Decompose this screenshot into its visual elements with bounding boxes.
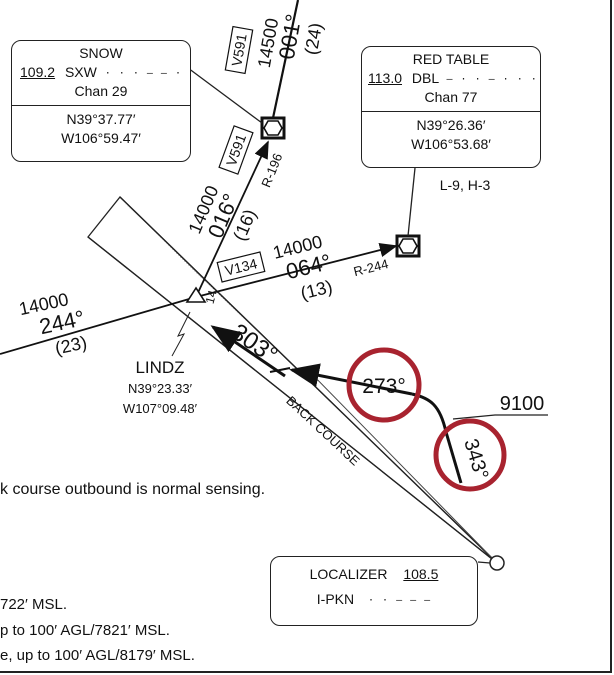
highlight-circle-343 (433, 418, 507, 492)
red-table-name: RED TABLE (412, 51, 490, 67)
airway-label-v134: V134 (216, 251, 266, 283)
red-table-ident: DBL (411, 70, 439, 86)
airway-west-line (0, 296, 197, 355)
note-line-3: p to 100′ AGL/7821′ MSL. (0, 622, 170, 639)
lindz-name: LINDZ (135, 358, 184, 377)
red-table-morse-code-icon: – · · – · · · (446, 73, 538, 85)
snow-lat: N39°37.77′ (66, 111, 136, 127)
note-line-4: e, up to 100′ AGL/8179′ MSL. (0, 647, 195, 664)
red-table-lon: W106°53.68′ (411, 136, 491, 152)
snow-lon: W106°59.47′ (61, 130, 141, 146)
procedure-track-303-tick (269, 367, 291, 373)
localizer-callout-leader (477, 561, 491, 564)
alt-9100-leader (452, 414, 548, 420)
snow-channel: Chan 29 (74, 83, 128, 99)
alt-9100-label: 9100 (500, 393, 545, 415)
airway-v591-label-a: V591 (228, 32, 249, 67)
lindz-lon: W107°09.48′ (123, 401, 198, 416)
snow-callout-leader (187, 67, 263, 124)
highlight-circle-273 (346, 347, 422, 423)
airway-v591-north-line (271, 0, 300, 119)
airway-v591-south-line (195, 140, 269, 298)
mid-route-labels: 14000 016° (16) (184, 183, 260, 244)
note-line-2: 722′ MSL. (0, 596, 68, 613)
localizer-morse-code-icon: · · – – – (368, 594, 432, 606)
lindz-leader (171, 311, 191, 357)
localizer-label: LOCALIZER (309, 566, 388, 582)
procedure-track-303 (210, 325, 286, 378)
top-route-labels: 14500 001° (24) (254, 12, 326, 69)
localizer-callout: LOCALIZER 108.5 I-PKN · · – – – (270, 556, 478, 626)
procedure-track-343 (444, 431, 463, 484)
procedure-track-273 (289, 363, 413, 396)
course-273-label: 273° (362, 375, 405, 398)
red-table-lat: N39°26.36′ (416, 117, 486, 133)
airway-label-v591-mid: V591 (218, 125, 254, 175)
airway-v134-label: V134 (223, 255, 259, 278)
localizer-ident: I-PKN (316, 591, 355, 607)
localizer-frequency: 108.5 (403, 566, 439, 582)
lindz-fix-icon (185, 286, 207, 303)
lindz-lat: N39°23.33′ (128, 381, 193, 396)
snow-frequency: 109.2 (20, 64, 56, 80)
red-table-navaid-callout: RED TABLE 113.0 DBL – · · – · · · Chan 7… (361, 46, 541, 168)
fix-number-label: 14 (203, 288, 220, 305)
airway-v134-east-line (195, 243, 398, 298)
red-table-frequency: 113.0 (368, 70, 402, 86)
snow-morse-code-icon: · · · – – · (104, 67, 182, 79)
snow-navaid-callout: SNOW 109.2 SXW · · · – – · Chan 29 N39°3… (11, 40, 191, 162)
red-table-channel: Chan 77 (424, 89, 478, 105)
red-table-callout-leader (407, 167, 416, 237)
note-back-course-sensing: k course outbound is normal sensing. (0, 481, 266, 498)
red-table-charts: L-9, H-3 (440, 177, 491, 193)
snow-name: SNOW (79, 45, 123, 61)
snow-ident: SXW (64, 64, 97, 80)
airway-label-v591-top: V591 (224, 25, 254, 75)
